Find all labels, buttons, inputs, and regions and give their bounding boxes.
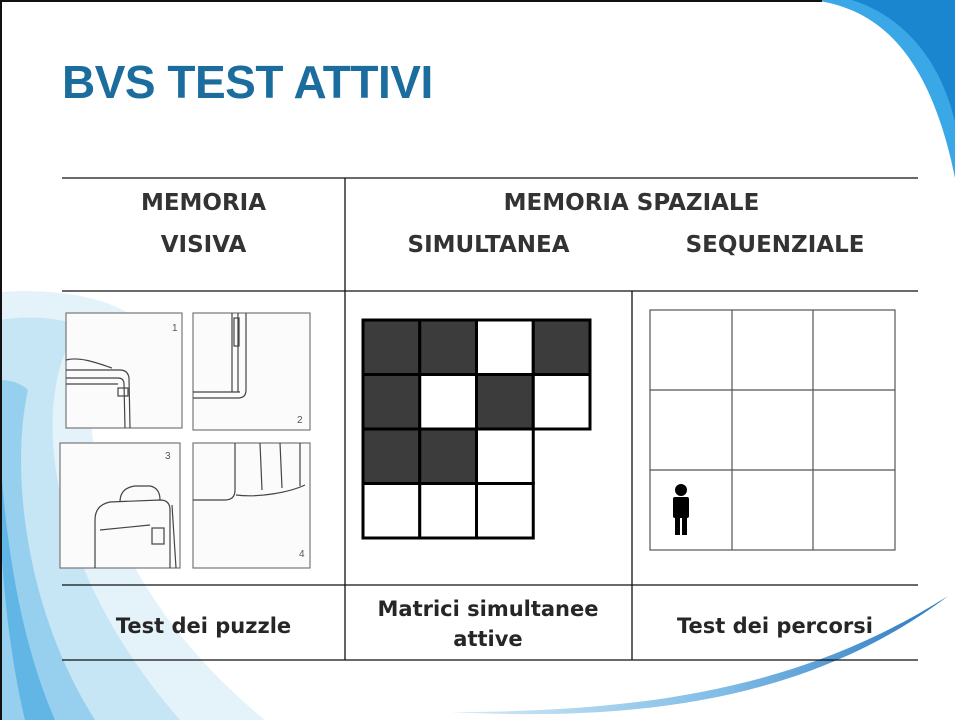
- puzzle-piece-1: 1: [65, 312, 183, 429]
- puzzle-number-4: 4: [299, 549, 305, 560]
- matrix-cell-empty: [418, 373, 478, 431]
- matrix-cell-filled: [475, 373, 535, 431]
- matrix-cell-filled: [361, 427, 422, 485]
- caption-path-test: Test dei percorsi: [677, 614, 873, 638]
- caption-puzzle-test: Test dei puzzle: [115, 614, 292, 638]
- puzzle-piece-4: 4: [192, 442, 311, 569]
- slide-title: BVS TEST ATTIVI: [62, 56, 433, 108]
- left-swoosh-dark: [0, 450, 55, 720]
- path-grid: [649, 309, 896, 551]
- puzzle-number-2: 2: [297, 415, 303, 426]
- caption-matrix-test: Matrici simultanee attive: [377, 597, 599, 651]
- matrix-cell-filled: [361, 373, 422, 431]
- person-icon: [673, 484, 689, 535]
- header-visual-memory-line1: MEMORIA: [140, 190, 267, 216]
- matrix-cell-empty: [531, 373, 592, 431]
- header-sequential: SEQUENZIALE: [685, 232, 865, 258]
- matrix-cell-filled: [418, 318, 478, 376]
- matrix-cell-filled: [418, 427, 478, 485]
- path-grid-border: [649, 309, 896, 551]
- matrix-cell-empty: [475, 427, 535, 485]
- header-simultaneous: SIMULTANEA: [407, 232, 570, 258]
- matrix-cell-empty: [361, 482, 422, 540]
- matrix-cell-empty: [475, 482, 535, 540]
- top-right-swoosh-inner: [852, 0, 955, 122]
- puzzle-piece-3: 3: [59, 442, 181, 569]
- puzzle-image: 1 2 3: [59, 312, 311, 569]
- matrix-cell-filled: [531, 318, 592, 376]
- simultaneous-matrix: [361, 318, 592, 540]
- header-spatial-memory: MEMORIA SPAZIALE: [503, 190, 760, 216]
- puzzle-number-3: 3: [165, 451, 171, 462]
- header-visual-memory-line2: VISIVA: [160, 232, 247, 258]
- puzzle-piece-2: 2: [192, 312, 311, 431]
- bottom-swoosh: [450, 596, 948, 715]
- matrix-cell-empty: [418, 482, 478, 540]
- matrix-cell-filled: [361, 318, 422, 376]
- matrix-cell-empty: [475, 318, 535, 376]
- table-rules: [62, 177, 918, 661]
- puzzle-number-1: 1: [172, 323, 178, 334]
